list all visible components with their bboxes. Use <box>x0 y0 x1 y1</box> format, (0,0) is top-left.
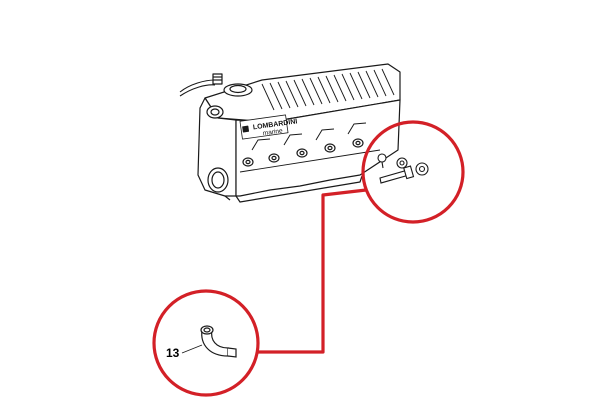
hose-part <box>200 325 237 358</box>
callout-number-13: 13 <box>166 346 180 360</box>
highlight-overlay <box>152 120 465 397</box>
connector-line <box>258 188 367 354</box>
detail-bolt-parts <box>377 153 429 184</box>
brand-sub-text: marine <box>262 127 283 137</box>
callout-leader <box>181 344 203 354</box>
valve-cover-assembly <box>179 63 401 203</box>
detail-circle-top <box>361 120 465 224</box>
detail-circle-bottom <box>152 289 260 397</box>
